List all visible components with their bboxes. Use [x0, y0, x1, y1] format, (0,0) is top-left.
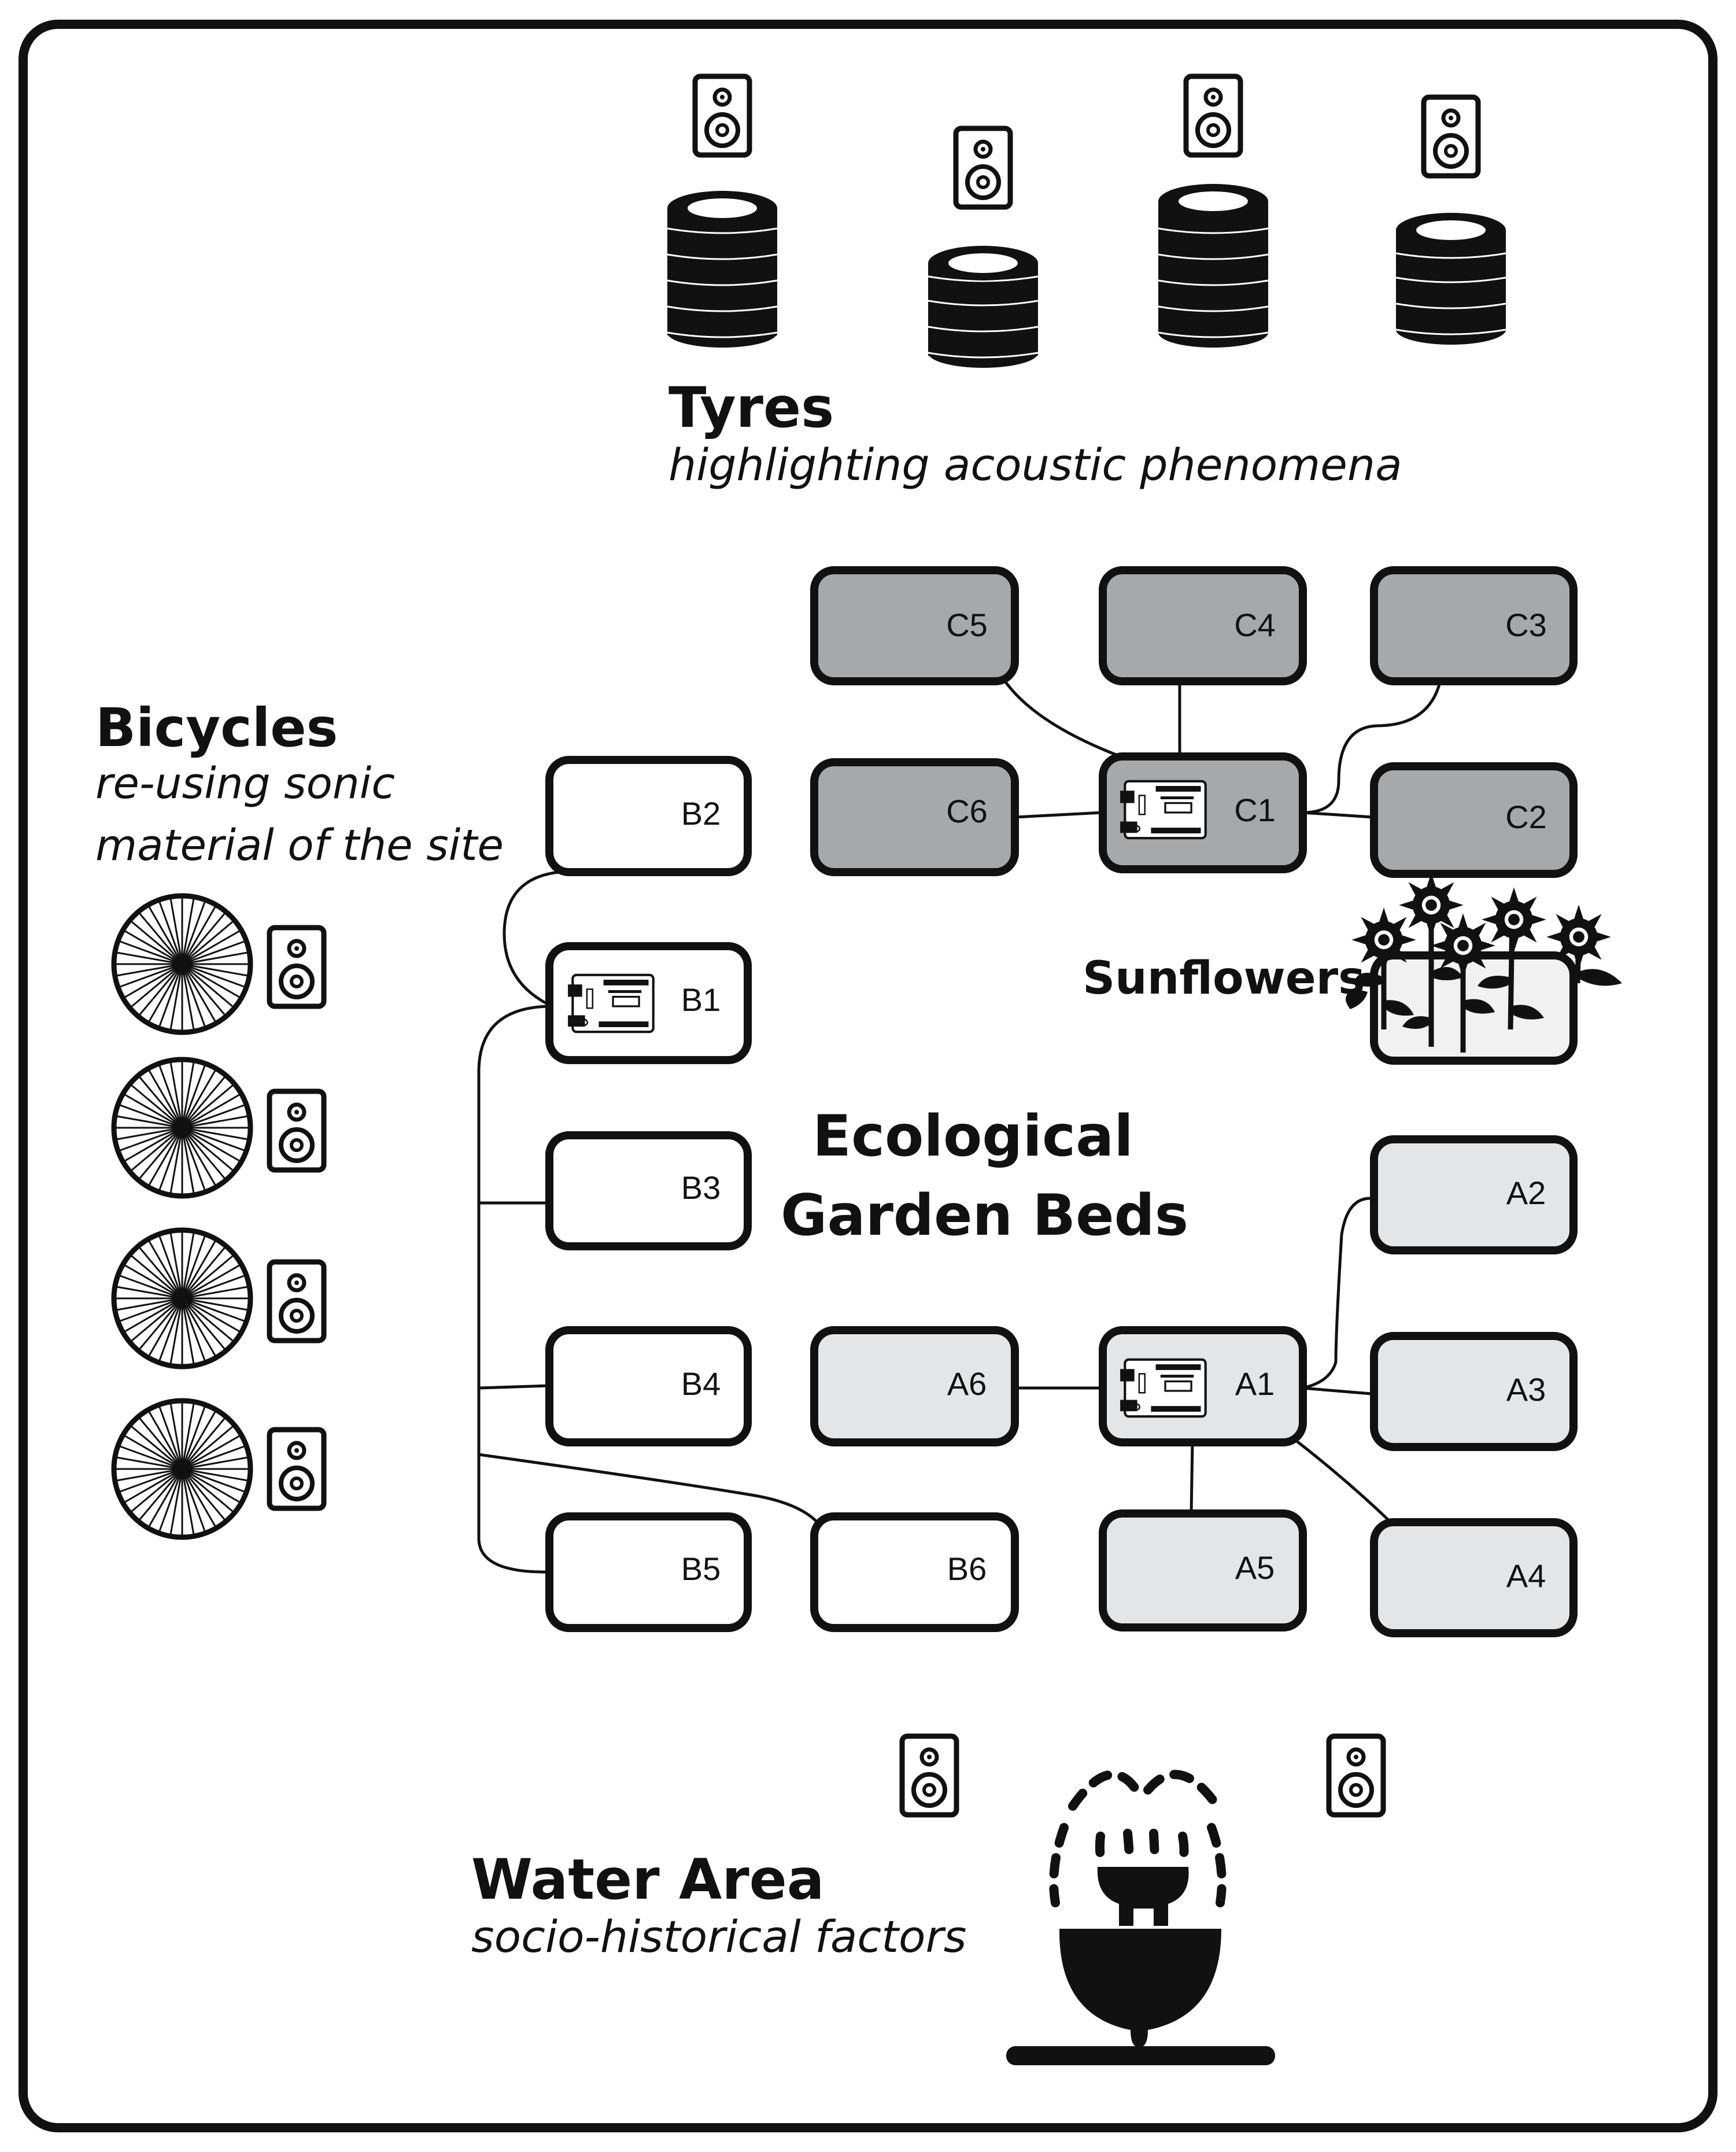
- cable-c1-c6: [1014, 811, 1103, 819]
- bed-c5: C5: [810, 566, 1019, 685]
- tyre-stack-icon: [1395, 213, 1507, 346]
- bicycles-title: Bicycles: [95, 697, 338, 759]
- cable-a1-a2: [1302, 1197, 1372, 1390]
- bed-c1: C1: [1099, 752, 1307, 873]
- speaker-icon: [269, 1430, 324, 1508]
- tyre-stack-icon: [666, 191, 778, 349]
- bicycle-wheel-icon: [111, 1057, 253, 1199]
- bed-a6: A6: [810, 1326, 1019, 1446]
- cable-b4: [478, 1384, 550, 1390]
- tyres-title: Tyres: [668, 375, 834, 440]
- cable-c1-c5: [1003, 680, 1117, 756]
- speaker-icon: [269, 1262, 324, 1341]
- cable-c1-c2: [1302, 811, 1374, 819]
- bed-label: B1: [681, 981, 721, 1018]
- tyres-subtitle: highlighting acoustic phenomena: [668, 439, 1402, 490]
- bed-b6: B6: [810, 1512, 1019, 1632]
- bicycles-subtitle-line2: material of the site: [95, 821, 504, 870]
- sunflower-leaves: [1346, 967, 1622, 1029]
- bed-b5: B5: [545, 1512, 752, 1632]
- water-area: Water Area socio-historical factors: [471, 1736, 1383, 2065]
- bed-label: B5: [681, 1551, 721, 1587]
- bicycle-wheel-icon: [111, 893, 253, 1035]
- tyre-stack-icon: [1157, 184, 1269, 349]
- bed-label: A5: [1235, 1549, 1275, 1586]
- bed-label: C6: [946, 793, 988, 829]
- bicycle-wheel-icon: [111, 1398, 253, 1540]
- speaker-icon: [269, 928, 324, 1006]
- bed-a5: A5: [1099, 1509, 1307, 1631]
- bed-c2: C2: [1370, 762, 1578, 878]
- bed-b1: B1: [545, 942, 752, 1064]
- bed-c6: C6: [810, 758, 1019, 876]
- microcontroller-board-icon: [568, 975, 653, 1032]
- bed-b4: B4: [545, 1326, 752, 1446]
- bed-label: B2: [681, 795, 721, 832]
- bed-b2: B2: [545, 756, 752, 876]
- bed-label: A2: [1506, 1175, 1546, 1211]
- speaker-icon: [269, 1091, 324, 1170]
- sunflowers-title: Sunflowers: [1083, 953, 1365, 1005]
- speaker-icon: [956, 128, 1010, 207]
- speaker-icon: [902, 1736, 956, 1815]
- bed-c3: C3: [1370, 566, 1578, 685]
- microcontroller-board-icon: [1120, 781, 1206, 838]
- speaker-icon: [1186, 76, 1240, 155]
- water-title: Water Area: [471, 1847, 825, 1912]
- garden-title-line2: Garden Beds: [781, 1183, 1188, 1249]
- speaker-icon: [695, 76, 749, 155]
- bed-b3: B3: [545, 1131, 752, 1250]
- bed-a2: A2: [1370, 1135, 1578, 1254]
- garden-beds: C5 C4 C3 C6 C1 C2 B2: [545, 566, 1578, 1637]
- bed-label: A1: [1235, 1365, 1275, 1402]
- tyre-stack-icon: [927, 246, 1039, 369]
- bed-a1: A1: [1099, 1326, 1307, 1446]
- water-subtitle: socio-historical factors: [471, 1911, 966, 1962]
- bicycles-area: Bicycles re-using sonic material of the …: [95, 697, 504, 1540]
- bed-label: B6: [947, 1551, 987, 1587]
- microcontroller-board-icon: [1120, 1360, 1206, 1416]
- sunflower-icon: [1399, 873, 1464, 937]
- garden-title-line1: Ecological: [812, 1103, 1133, 1169]
- bed-label: C4: [1234, 607, 1276, 643]
- bed-label: A3: [1506, 1371, 1546, 1408]
- speaker-icon: [1329, 1736, 1383, 1815]
- cable-b1-trunk: [477, 1005, 553, 1574]
- cable-a1-a3: [1302, 1386, 1372, 1396]
- cable-a1-a4: [1294, 1439, 1392, 1523]
- bed-label: C5: [946, 607, 988, 643]
- cable-a1-a5: [1190, 1441, 1194, 1514]
- bed-a3: A3: [1370, 1332, 1578, 1451]
- cable-b1-b2: [503, 870, 590, 1008]
- bicycles-subtitle-line1: re-using sonic: [95, 759, 395, 809]
- cable-b6: [478, 1453, 822, 1528]
- bed-a4: A4: [1370, 1518, 1578, 1637]
- sunflower-icon: [1546, 905, 1611, 969]
- sunflower-icon: [1431, 913, 1495, 978]
- bed-label: B4: [681, 1365, 721, 1402]
- bed-label: C2: [1505, 799, 1547, 835]
- speaker-icon: [1424, 97, 1478, 176]
- bed-label: A4: [1506, 1557, 1546, 1594]
- bed-label: A6: [947, 1365, 987, 1402]
- bed-label: B3: [681, 1169, 721, 1206]
- cables: [477, 680, 1442, 1574]
- sunflowers-area: Sunflowers: [1083, 873, 1622, 1065]
- cable-c1-c3: [1302, 682, 1442, 814]
- bed-label: C3: [1505, 607, 1547, 643]
- sunflower-icon: [1482, 887, 1546, 952]
- tyres-area: Tyres highlighting acoustic phenomena: [666, 76, 1507, 490]
- bed-label: C1: [1234, 792, 1276, 828]
- fountain-icon: [1006, 1770, 1275, 2065]
- bed-c4: C4: [1099, 566, 1307, 685]
- bicycle-wheel-icon: [111, 1227, 253, 1370]
